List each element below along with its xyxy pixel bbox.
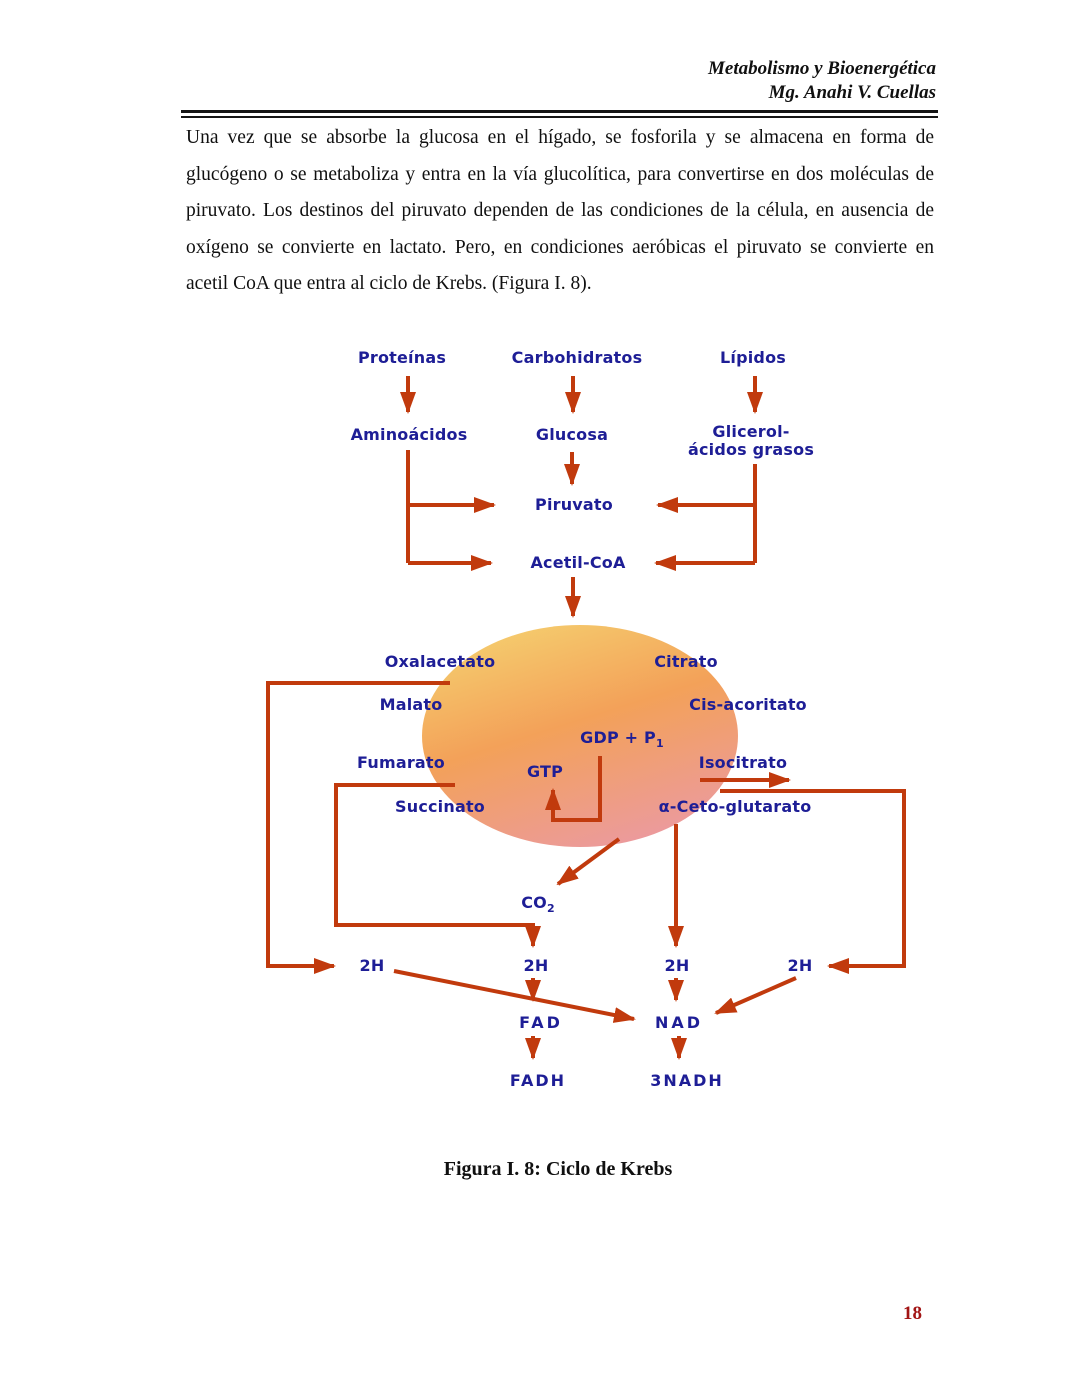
arrow-2h-nad-left (393, 969, 636, 1023)
label-fad: FAD (519, 1013, 563, 1032)
header-rule-top (181, 110, 938, 113)
label-2h-3: 2H (664, 956, 690, 975)
body-paragraph: Una vez que se absorbe la glucosa en el … (186, 127, 934, 295)
label-oxalacetato: Oxalacetato (384, 652, 496, 671)
label-gtp: GTP (526, 762, 564, 781)
label-citrato: Citrato (654, 652, 718, 671)
label-fumarato: Fumarato (357, 753, 445, 772)
arrow-oxalacetato-2h (266, 681, 450, 974)
header-title: Metabolismo y Bioenergética (708, 58, 936, 79)
page-number: 18 (903, 1303, 922, 1324)
header-rule-bottom (181, 116, 938, 118)
label-fadh: FADH (509, 1071, 567, 1090)
label-aminoacidos: Aminoácidos (350, 425, 468, 444)
figure-caption: Figura I. 8: Ciclo de Krebs (443, 1158, 673, 1180)
label-lipidos: Lípidos (720, 348, 786, 367)
label-co2: CO2 (521, 893, 555, 916)
page-header: Metabolismo y Bioenergética Mg. Anahi V.… (180, 57, 936, 105)
arrow-2h-nad-right (714, 976, 797, 1015)
label-piruvato: Piruvato (535, 495, 613, 514)
label-3nadh: 3NADH (650, 1071, 724, 1090)
label-cis-aconitato: Cis-acoritato (689, 695, 807, 714)
label-nad: NAD (654, 1013, 704, 1032)
arrow-isocitrato-2h (720, 789, 906, 974)
arrow-cycle-co2 (556, 837, 621, 886)
label-malato: Malato (379, 695, 443, 714)
label-carbohidratos: Carbohidratos (511, 348, 643, 367)
label-gdp-p1: GDP + P1 (580, 728, 664, 751)
label-glicerol-acidos-grasos: Glicerol- ácidos grasos (687, 422, 815, 459)
label-proteinas: Proteínas (357, 348, 447, 367)
label-succinato: Succinato (395, 797, 485, 816)
label-glucosa: Glucosa (535, 425, 609, 444)
label-2h-4: 2H (787, 956, 813, 975)
label-acetil-coa: Acetil-CoA (530, 553, 626, 572)
label-2h-2: 2H (523, 956, 549, 975)
label-2h-1: 2H (359, 956, 385, 975)
label-alfa-ceto-glutarato: α-Ceto-glutarato (658, 797, 812, 816)
header-author: Mg. Anahi V. Cuellas (768, 82, 936, 103)
label-isocitrato: Isocitrato (698, 753, 788, 772)
